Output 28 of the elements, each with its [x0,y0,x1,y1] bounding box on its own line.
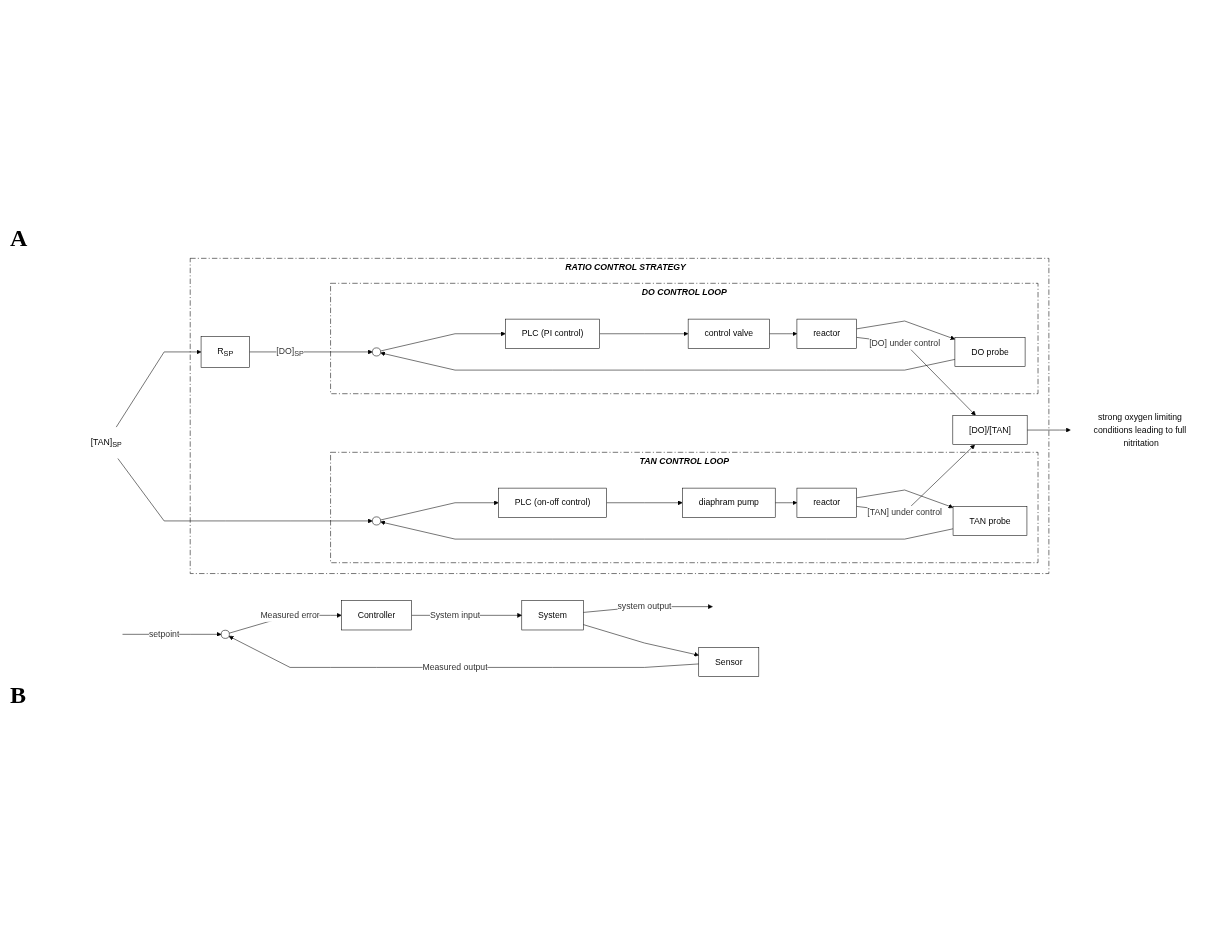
node-box: TAN probe [952,505,1028,536]
edge-label: [TAN] under control [867,506,942,517]
panel-letter: A [10,225,29,252]
edge-label: [DO]$_{SP}$ [276,345,304,358]
node-box: control valve [687,318,770,349]
edge-label: system output [617,601,672,611]
edge-label: setpoint [148,628,180,639]
node-circle [220,629,230,639]
node-box: R$_{SP}$ [200,335,250,368]
node-box: PLC (PI control) [505,318,600,349]
edge-label: [DO] under control [869,337,941,348]
node-box: System [521,599,584,630]
edge-label: Measured output [422,662,488,672]
node-box: Sensor [698,646,760,677]
edge-label: Measured error [260,609,320,620]
node-box: PLC (on-off control) [498,487,607,518]
node-box: DO probe [954,336,1026,367]
node-box: reactor [796,318,857,349]
node-box: Controller [341,599,412,630]
node-box: diaphram pump [682,487,776,518]
node-text: [TAN]$_{SP}$ [90,436,122,449]
node-text: strong oxygen limiting conditions leading to full nitritation [1093,411,1187,447]
node-circle [372,516,381,525]
edge-label: System input [429,609,481,620]
node-box: [DO]/[TAN] [952,414,1028,445]
node-circle [372,347,381,356]
node-box: reactor [796,487,857,518]
panel-letter: B [10,682,27,709]
